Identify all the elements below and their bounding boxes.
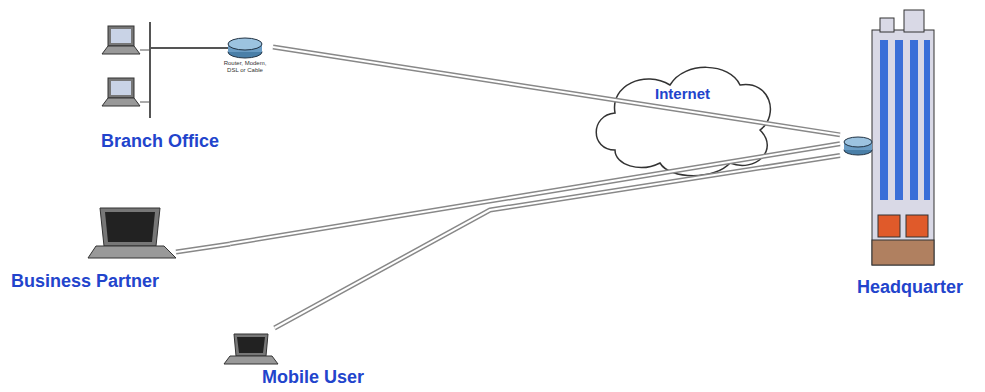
tunnel-line — [230, 144, 840, 244]
site-label: Headquarter — [857, 276, 963, 298]
site-label: Internet — [655, 83, 710, 105]
router-icon — [228, 38, 262, 58]
site-label: Business Partner — [11, 270, 159, 292]
tunnel-connector — [230, 144, 840, 244]
branch-computers — [102, 22, 228, 118]
cloud-node: Internet — [585, 55, 780, 180]
tunnel-line — [273, 47, 840, 135]
site-node: Headquarter — [840, 8, 980, 303]
building-icon — [844, 10, 934, 265]
site-node: Mobile User — [222, 328, 372, 390]
tunnel-line — [273, 47, 840, 135]
laptop-icon — [224, 334, 278, 364]
site-node: Branch Office — [95, 20, 273, 155]
tunnel-line — [230, 144, 840, 244]
laptop-icon — [88, 208, 230, 258]
tunnel-connector — [273, 47, 840, 135]
site-node: Business Partner — [5, 200, 230, 295]
tunnel-connector — [275, 156, 841, 329]
tunnel-line — [275, 156, 841, 329]
site-label: Branch Office — [101, 130, 219, 152]
device-caption: Router, Modem, DSL or Cable — [222, 60, 268, 74]
site-label: Mobile User — [262, 366, 364, 388]
tunnel-line — [275, 156, 841, 329]
